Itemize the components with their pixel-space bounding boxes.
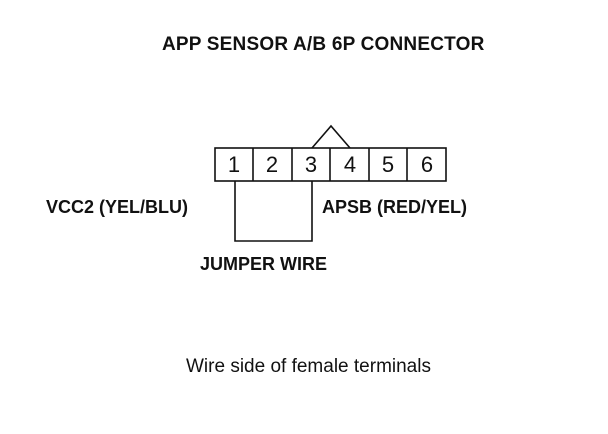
pin-number-3: 3 xyxy=(305,152,317,177)
jumper-wire xyxy=(234,181,313,242)
pin-number-1: 1 xyxy=(228,152,240,177)
apsb-wire-label: APSB (RED/YEL) xyxy=(322,197,468,217)
connector-title: APP SENSOR A/B 6P CONNECTOR xyxy=(162,34,485,55)
connector-body xyxy=(214,124,447,182)
vcc2-wire-label: VCC2 (YEL/BLU) xyxy=(46,197,189,217)
pin-number-4: 4 xyxy=(344,152,356,177)
pin-number-2: 2 xyxy=(266,152,278,177)
pin-number-5: 5 xyxy=(382,152,394,177)
locking-tab-icon xyxy=(311,124,351,149)
pin-number-6: 6 xyxy=(421,152,433,177)
diagram-caption: Wire side of female terminals xyxy=(186,356,431,377)
pin-numbers: 1 2 3 4 5 6 xyxy=(228,152,433,177)
jumper-wire-label: JUMPER WIRE xyxy=(200,254,328,274)
